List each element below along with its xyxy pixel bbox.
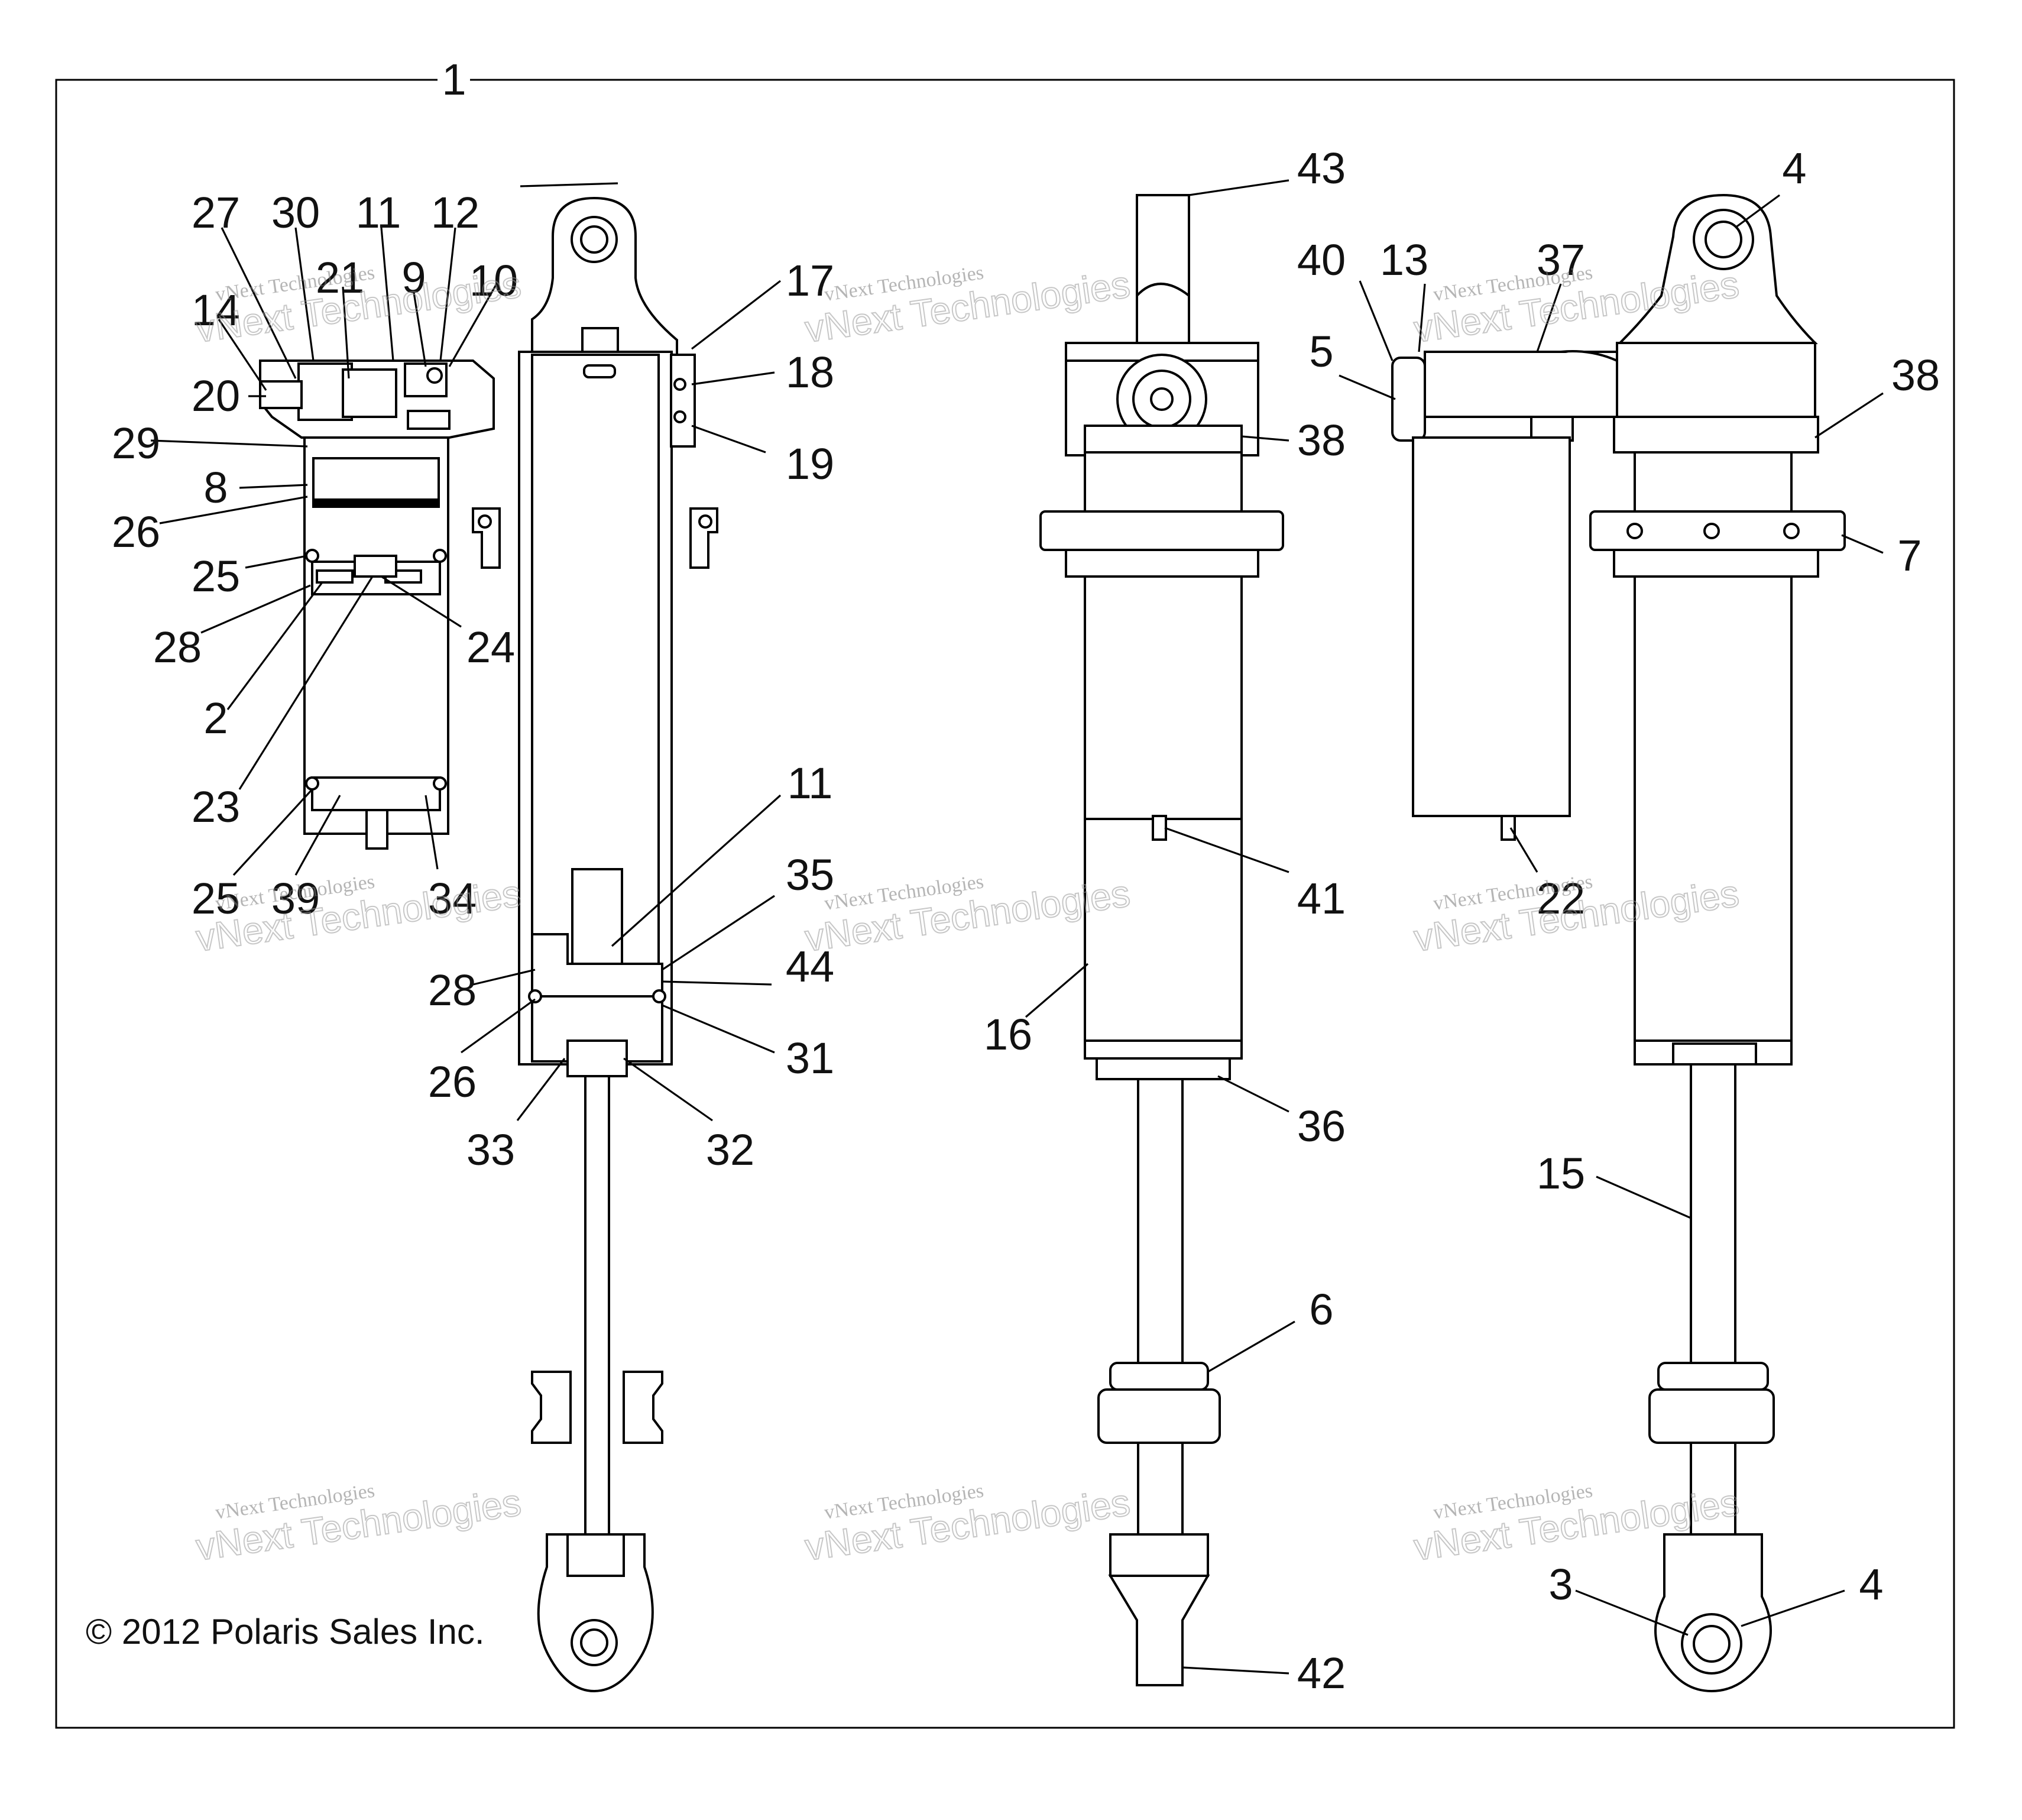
callout-37: 37	[1537, 235, 1585, 284]
callout-12: 12	[431, 188, 479, 237]
assembly-frame	[55, 79, 1955, 1729]
callout-2: 2	[203, 694, 228, 743]
callout-6: 6	[1309, 1285, 1333, 1334]
callout-10: 10	[469, 256, 518, 305]
callout-40: 40	[1297, 235, 1346, 284]
callout-43: 43	[1297, 144, 1346, 193]
callout-17: 17	[786, 256, 834, 305]
leader-lines	[150, 179, 1884, 1675]
callout-24: 24	[466, 623, 515, 672]
callout-23: 23	[192, 782, 240, 831]
callout-15: 15	[1537, 1149, 1585, 1198]
callout-26-left: 26	[112, 507, 160, 556]
callout-13: 13	[1380, 235, 1428, 284]
callout-34: 34	[428, 874, 477, 923]
callout-21: 21	[316, 253, 364, 302]
copyright-text: © 2012 Polaris Sales Inc.	[86, 1612, 485, 1651]
callout-27: 27	[192, 188, 240, 237]
callout-25-lower: 25	[192, 874, 240, 923]
callout-11-top: 11	[356, 188, 401, 237]
side-view-shock	[1039, 194, 1284, 1686]
callout-38-mid: 38	[1297, 416, 1346, 465]
callout-3: 3	[1548, 1560, 1573, 1609]
callout-labels: 1 27 30 11 12 21 9 10 14 20 29 8 26 25 2…	[112, 55, 1940, 1698]
callout-28-mid: 28	[428, 966, 477, 1015]
callout-22: 22	[1537, 874, 1585, 923]
callout-4-bottom: 4	[1859, 1560, 1883, 1609]
callout-11-mid: 11	[788, 759, 833, 808]
callout-1: 1	[442, 55, 466, 104]
callout-7: 7	[1897, 531, 1921, 580]
front-view-shock	[1391, 193, 1846, 1693]
callout-19: 19	[786, 439, 834, 488]
callout-18: 18	[786, 348, 834, 397]
callout-5: 5	[1309, 327, 1333, 376]
callout-36: 36	[1297, 1102, 1346, 1151]
callout-42: 42	[1297, 1649, 1346, 1698]
callout-25-upper: 25	[192, 552, 240, 601]
callout-41: 41	[1297, 874, 1346, 923]
callout-38-right: 38	[1891, 351, 1940, 400]
callout-8: 8	[203, 463, 228, 512]
callout-29: 29	[112, 419, 160, 468]
callout-20: 20	[192, 371, 240, 420]
callout-33: 33	[466, 1125, 515, 1174]
callout-31: 31	[786, 1034, 834, 1083]
callout-32: 32	[706, 1125, 754, 1174]
callout-26-mid: 26	[428, 1057, 477, 1106]
callout-30: 30	[271, 188, 320, 237]
callout-39: 39	[271, 874, 320, 923]
callout-44: 44	[786, 942, 834, 991]
callout-28-left: 28	[153, 623, 202, 672]
callout-4-top: 4	[1782, 144, 1806, 193]
cutaway-shock-view	[259, 196, 718, 1693]
callout-9: 9	[401, 253, 426, 302]
callout-16: 16	[984, 1010, 1032, 1059]
callout-35: 35	[786, 850, 834, 899]
callout-14: 14	[192, 286, 240, 335]
